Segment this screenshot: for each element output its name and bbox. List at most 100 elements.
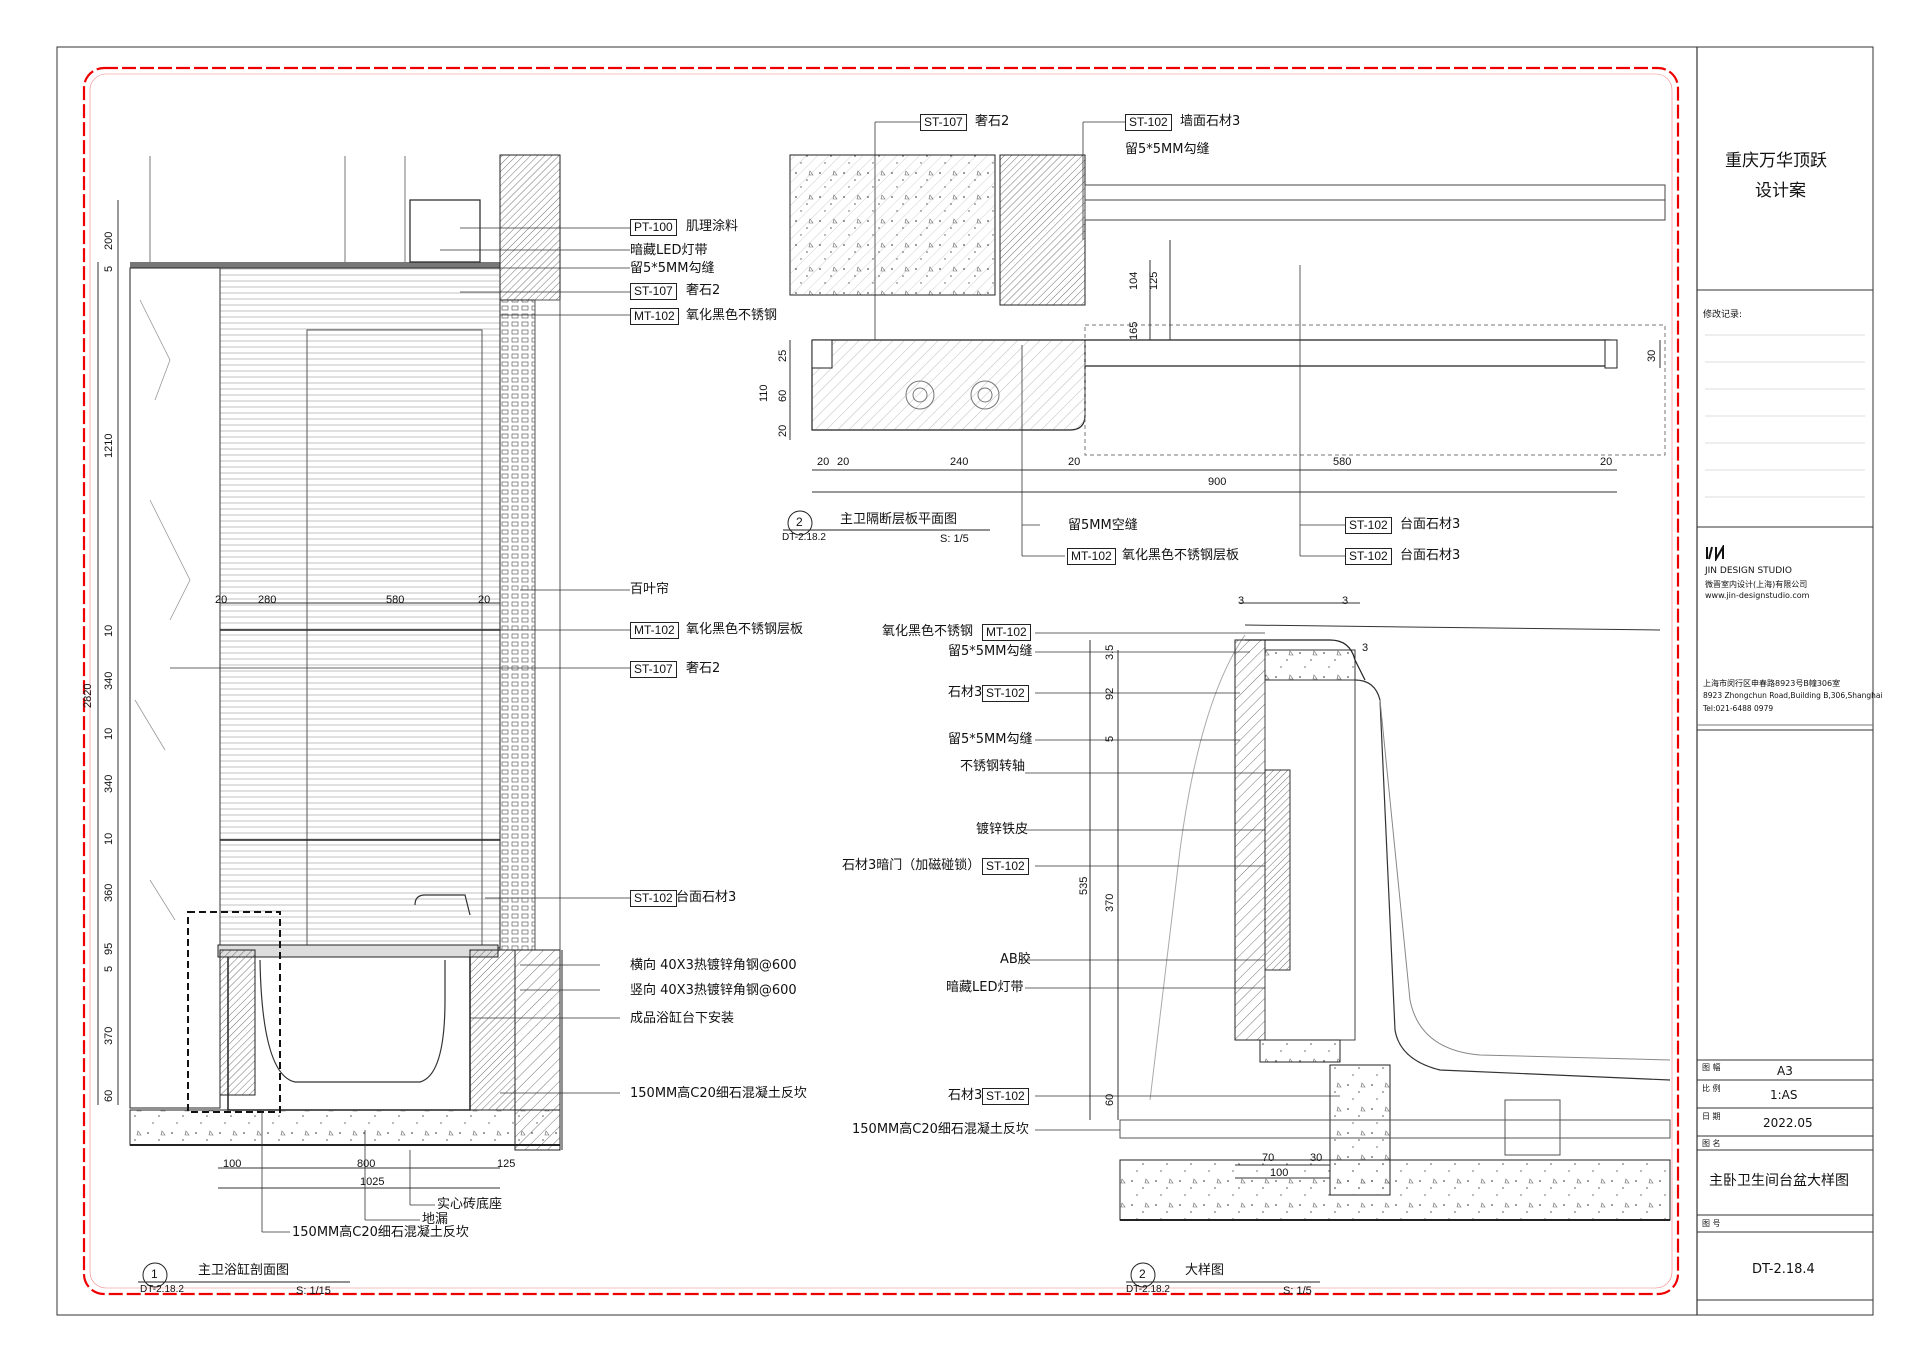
studio-name: JIN DESIGN STUDIO: [1705, 566, 1792, 576]
vdim: 360: [103, 883, 115, 902]
detail-dim: 30: [1310, 1152, 1323, 1164]
plan-dim: 20: [1068, 456, 1081, 468]
hdim: 20: [478, 594, 491, 606]
plan-dim: 580: [1333, 456, 1352, 468]
detail-dim: 3: [1342, 595, 1349, 607]
vdim: 200: [103, 231, 115, 250]
bathtub-label: 成品浴缸台下安装: [630, 1011, 735, 1026]
partition-plan-drawing: [789, 121, 1666, 557]
detail-dim: 70: [1262, 1152, 1275, 1164]
detail-door-code-tag: ST-102: [982, 858, 1029, 875]
plan-dim-total: 900: [1208, 476, 1227, 488]
detail-groove2-label: 留5*5MM勾缝: [948, 732, 1033, 747]
project-title-line2: 设计案: [1755, 181, 1806, 201]
vdim: 95: [103, 942, 115, 955]
plan-dim: 240: [950, 456, 969, 468]
detail-door-label: 石材3暗门（加磁碰锁）: [842, 858, 981, 873]
detail-hinge-label: 不锈钢转轴: [960, 759, 1026, 774]
plan-st102-label: 墙面石材3: [1180, 114, 1241, 129]
studio-address-cn: 上海市闵行区申春路8923号B幢306室: [1703, 679, 1841, 688]
detail-st102b-code-tag: ST-102: [982, 1088, 1029, 1105]
pt100-label: 肌理涂料: [686, 219, 739, 234]
led-strip-label: 暗藏LED灯带: [630, 243, 708, 258]
st107b-label: 奢石2: [686, 661, 721, 676]
detail-mt102-code-tag: MT-102: [982, 624, 1031, 641]
plan-st107-code-tag: ST-107: [920, 114, 967, 131]
vdim: 10: [103, 727, 115, 740]
plan-dim: 165: [1128, 321, 1140, 340]
hdim: 20: [215, 594, 228, 606]
vdim: 340: [103, 774, 115, 793]
revision-label: 修改记录:: [1703, 310, 1743, 320]
sheet-size-value: A3: [1777, 1064, 1793, 1078]
title-block: [1697, 289, 1873, 1301]
drawing-no-label: 图 号: [1702, 1219, 1721, 1228]
view-markers: [138, 510, 1320, 1288]
drain-label: 地漏: [422, 1212, 449, 1227]
plan-dim: 25: [777, 349, 789, 362]
blind-label: 百叶帘: [630, 582, 670, 597]
vdim: 1210: [103, 433, 115, 458]
detail-dim: 3: [1238, 595, 1245, 607]
st102-code-tag: ST-102: [630, 890, 677, 907]
steel-h-label: 横向 40X3热镀锌角钢@600: [630, 958, 797, 973]
mt102-label: 氧化黑色不锈钢: [686, 308, 778, 323]
detail-dim: 60: [1104, 1093, 1116, 1106]
detail-dim: 5: [1104, 735, 1116, 742]
project-title-line1: 重庆万华顶跃: [1725, 151, 1827, 171]
view1-title: 主卫浴缸剖面图: [198, 1263, 290, 1278]
view3-number: 2: [1139, 1267, 1146, 1281]
detail-ab-label: AB胶: [1000, 952, 1031, 967]
detail-dim: 3.5: [1104, 644, 1116, 660]
plan-dim: 125: [1148, 271, 1160, 290]
hdim: 800: [357, 1158, 376, 1170]
view3-scale: S: 1/5: [1283, 1285, 1312, 1297]
drawing-name-label: 图 名: [1702, 1139, 1721, 1148]
plan-dim: 20: [817, 456, 830, 468]
plan-gap-label: 留5MM空缝: [1068, 518, 1138, 533]
view3-ref: DT-2.18.2: [1126, 1284, 1170, 1295]
plan-dim: 20: [777, 424, 789, 437]
hdim-total: 1025: [360, 1176, 385, 1188]
detail-dim: 535: [1078, 876, 1090, 895]
plan-dim: 60: [777, 389, 789, 402]
detail-curb-label: 150MM高C20细石混凝土反坎: [852, 1122, 1029, 1137]
plan-st107-label: 奢石2: [975, 114, 1010, 129]
studio-website: www.jin-designstudio.com: [1705, 591, 1810, 600]
mt102-code-tag: MT-102: [630, 308, 679, 325]
brick-label: 实心砖底座: [437, 1197, 503, 1212]
hdim: 580: [386, 594, 405, 606]
scale-label: 比 例: [1702, 1084, 1721, 1093]
detail-st102a-code-tag: ST-102: [982, 685, 1029, 702]
detail-dim: 3: [1362, 642, 1369, 654]
studio-logo: [1705, 543, 1727, 563]
plan-mt102-code-tag: MT-102: [1067, 548, 1116, 565]
vdim: 60: [103, 1089, 115, 1102]
mt102-shelf-code-tag: MT-102: [630, 622, 679, 639]
plan-mt102-label: 氧化黑色不锈钢层板: [1122, 548, 1240, 563]
st107b-code-tag: ST-107: [630, 661, 677, 678]
scale-value: 1:AS: [1770, 1088, 1798, 1102]
view1-scale: S: 1/15: [296, 1285, 331, 1297]
vdim: 370: [103, 1026, 115, 1045]
vdim: 340: [103, 671, 115, 690]
view3-title: 大样图: [1185, 1263, 1225, 1278]
date-value: 2022.05: [1763, 1116, 1813, 1130]
detail-groove1-label: 留5*5MM勾缝: [948, 644, 1033, 659]
plan-st102c-code-tag: ST-102: [1345, 548, 1392, 565]
sheet-size-label: 图 幅: [1702, 1063, 1721, 1072]
steel-v-label: 竖向 40X3热镀锌角钢@600: [630, 983, 797, 998]
vdim: 5: [103, 965, 115, 972]
st102-label: 台面石材3: [676, 890, 737, 905]
view2-ref: DT-2.18.2: [782, 532, 826, 543]
detail-st102a-label: 石材3: [948, 685, 983, 700]
st107-code-tag: ST-107: [630, 283, 677, 300]
hdim: 100: [223, 1158, 242, 1170]
detail-dim: 370: [1104, 893, 1116, 912]
studio-cn-name: 微晋室内设计(上海)有限公司: [1705, 580, 1808, 589]
detail-st102b-label: 石材3: [948, 1088, 983, 1103]
plan-st102b-label: 台面石材3: [1400, 517, 1461, 532]
plan-groove-label: 留5*5MM勾缝: [1125, 142, 1210, 157]
view1-ref: DT-2.18.2: [140, 1284, 184, 1295]
detail-dim: 100: [1270, 1167, 1289, 1179]
